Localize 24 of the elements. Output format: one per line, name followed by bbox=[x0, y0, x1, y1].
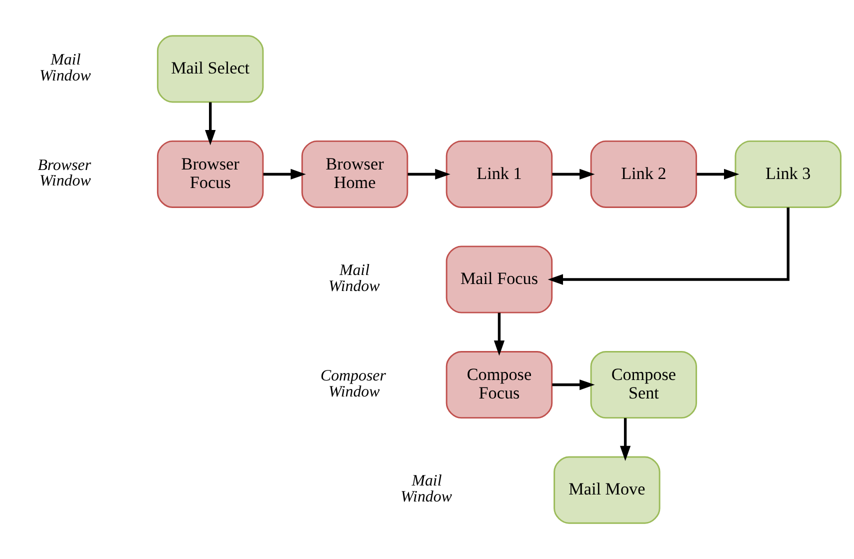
arrow bbox=[408, 168, 450, 180]
arrow bbox=[263, 168, 306, 180]
arrow bbox=[205, 102, 216, 146]
node-box: Compose Focus bbox=[446, 351, 553, 419]
arrow bbox=[548, 208, 790, 285]
label: Browser Window bbox=[38, 156, 92, 190]
arrow bbox=[552, 379, 595, 390]
label: Composer Window bbox=[320, 367, 386, 400]
arrow bbox=[552, 168, 595, 180]
node-box: Link 1 bbox=[446, 140, 553, 208]
label: Mail Window bbox=[400, 472, 452, 506]
arrow bbox=[696, 168, 740, 180]
arrow bbox=[494, 312, 505, 356]
node-box: Link 2 bbox=[590, 140, 698, 208]
node-box: Compose Sent bbox=[590, 351, 698, 419]
node-box: Link 3 bbox=[734, 140, 842, 208]
node-box: Browser Home bbox=[301, 140, 408, 208]
label: Mail Window bbox=[328, 262, 380, 296]
arrow bbox=[620, 418, 631, 462]
node-box: Mail Focus bbox=[446, 246, 553, 314]
node-box: Mail Select bbox=[156, 35, 264, 103]
label: Mail Window bbox=[40, 52, 91, 84]
node-box: Browser Focus bbox=[156, 140, 264, 208]
node-box: Mail Move bbox=[554, 456, 660, 524]
